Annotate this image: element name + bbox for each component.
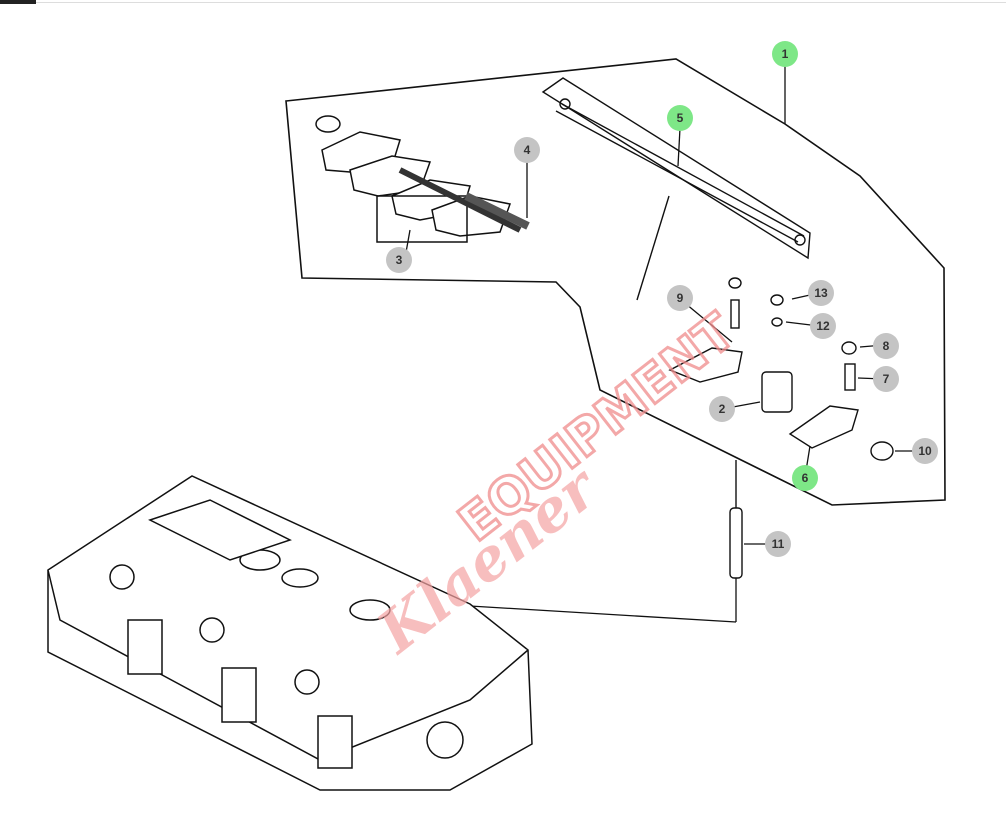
callout-9-badge (667, 285, 693, 311)
corner-tab (0, 0, 36, 4)
callout-12-badge (810, 313, 836, 339)
callout-9-label: 9 (677, 291, 684, 305)
callout-8: 8 (873, 333, 899, 359)
top-rule (36, 2, 1006, 3)
callout-4: 4 (514, 137, 540, 163)
callout-6-label: 6 (802, 471, 809, 485)
callout-1: 1 (772, 41, 798, 67)
assembly-outline (285, 58, 946, 506)
callout-11-label: 11 (772, 537, 785, 551)
callout-7-badge (873, 366, 899, 392)
shaft-panel (541, 77, 811, 301)
callout-1-badge (772, 41, 798, 67)
callout-10-badge (912, 438, 938, 464)
callout-5-label: 5 (677, 111, 684, 125)
callout-1-label: 1 (782, 47, 789, 61)
watermark: Klaener EQUIPMENT (364, 301, 747, 667)
callout-8-badge (873, 333, 899, 359)
callout-2-label: 2 (719, 402, 726, 416)
callout-13-badge (808, 280, 834, 306)
cylinder-head (47, 475, 533, 791)
callout-4-label: 4 (524, 143, 531, 157)
callout-6: 6 (792, 465, 818, 491)
callout-7: 7 (873, 366, 899, 392)
callout-10-label: 10 (918, 444, 932, 458)
rocker-arm-assembly (315, 115, 530, 243)
callout-11: 11 (765, 531, 791, 557)
callout-10: 10 (912, 438, 938, 464)
callout-9: 9 (667, 285, 693, 311)
callout-5: 5 (667, 105, 693, 131)
small-parts (668, 277, 894, 579)
callout-11-badge (765, 531, 791, 557)
callout-2-badge (709, 396, 735, 422)
callout-13-label: 13 (814, 286, 828, 300)
callout-7-label: 7 (883, 372, 890, 386)
callout-3-badge (386, 247, 412, 273)
callout-3-label: 3 (396, 253, 403, 267)
callout-3: 3 (386, 247, 412, 273)
callout-4-badge (514, 137, 540, 163)
callout-2: 2 (709, 396, 735, 422)
callout-12-label: 12 (816, 319, 830, 333)
callout-5-badge (667, 105, 693, 131)
callout-8-label: 8 (883, 339, 890, 353)
callout-13: 13 (808, 280, 834, 306)
callout-6-badge (792, 465, 818, 491)
callout-12: 12 (810, 313, 836, 339)
